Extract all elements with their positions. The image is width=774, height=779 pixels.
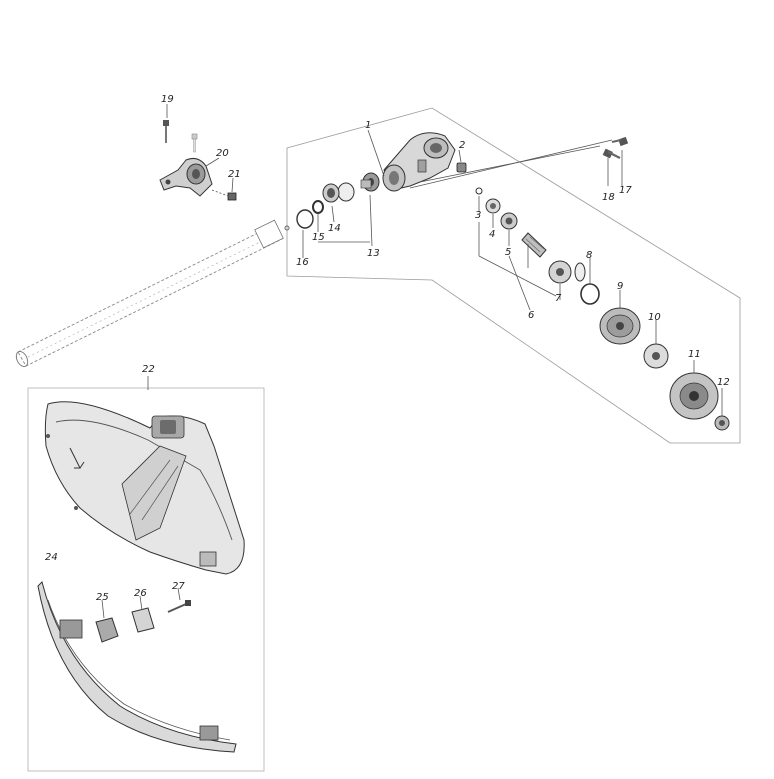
part-label-6: 6 [528,310,534,321]
part-label-17: 17 [619,185,632,196]
flange-9 [599,307,641,345]
leader-lines [101,104,723,619]
nut-21 [211,189,237,201]
part-label-16: 16 [296,257,309,268]
drive-shaft-tube [15,219,290,367]
circlip-8 [580,283,600,305]
guard-kit-frame [27,387,265,772]
part-label-11: 11 [688,349,701,360]
snap-ring-16 [296,209,314,229]
cup-11 [669,372,719,420]
part-number-labels: 1 2 3 4 5 6 7 8 9 10 11 12 13 14 15 16 1… [45,94,730,603]
part-label-25: 25 [96,592,109,603]
part-label-4: 4 [489,229,495,240]
nut-12 [714,415,730,431]
plate-26 [131,607,155,633]
part-label-1: 1 [365,120,371,131]
small-ring-3 [475,187,483,195]
washer-5 [500,212,518,230]
part-label-21: 21 [228,169,241,180]
circlip-15 [312,200,324,214]
part-label-18: 18 [602,192,615,203]
part-label-19: 19 [161,94,174,105]
part-label-24: 24 [45,552,58,563]
part-label-9: 9 [617,281,623,292]
washer-10 [643,343,669,369]
part-label-5: 5 [505,247,511,258]
screw-27 [167,600,191,613]
part-label-12: 12 [717,377,730,388]
gear-housing-1 [382,132,456,192]
bolt-18 [419,145,621,183]
part-label-2: 2 [459,140,465,151]
blade-guard-22 [44,401,245,575]
bearing-14 [322,182,355,203]
guard-extension-24 [37,581,237,753]
part-label-3: 3 [475,210,481,221]
part-label-15: 15 [312,232,325,243]
clip-25 [95,617,119,643]
bushing-13 [360,172,380,192]
clamp-20 [159,158,213,197]
washer-4 [485,198,501,214]
part-label-27: 27 [172,581,185,592]
bearing-7 [548,260,586,284]
part-label-13: 13 [367,248,380,259]
part-label-14: 14 [328,223,341,234]
part-label-10: 10 [648,312,661,323]
part-label-22: 22 [142,364,155,375]
part-label-20: 20 [216,148,229,159]
bolt-19 [163,120,169,143]
part-label-7: 7 [555,293,562,304]
spindle-6 [521,232,547,258]
gearhead-region-outline [286,107,741,444]
screw-2 [456,162,467,173]
part-label-8: 8 [586,250,592,261]
part-label-26: 26 [134,588,147,599]
bolt-19b [191,133,198,153]
